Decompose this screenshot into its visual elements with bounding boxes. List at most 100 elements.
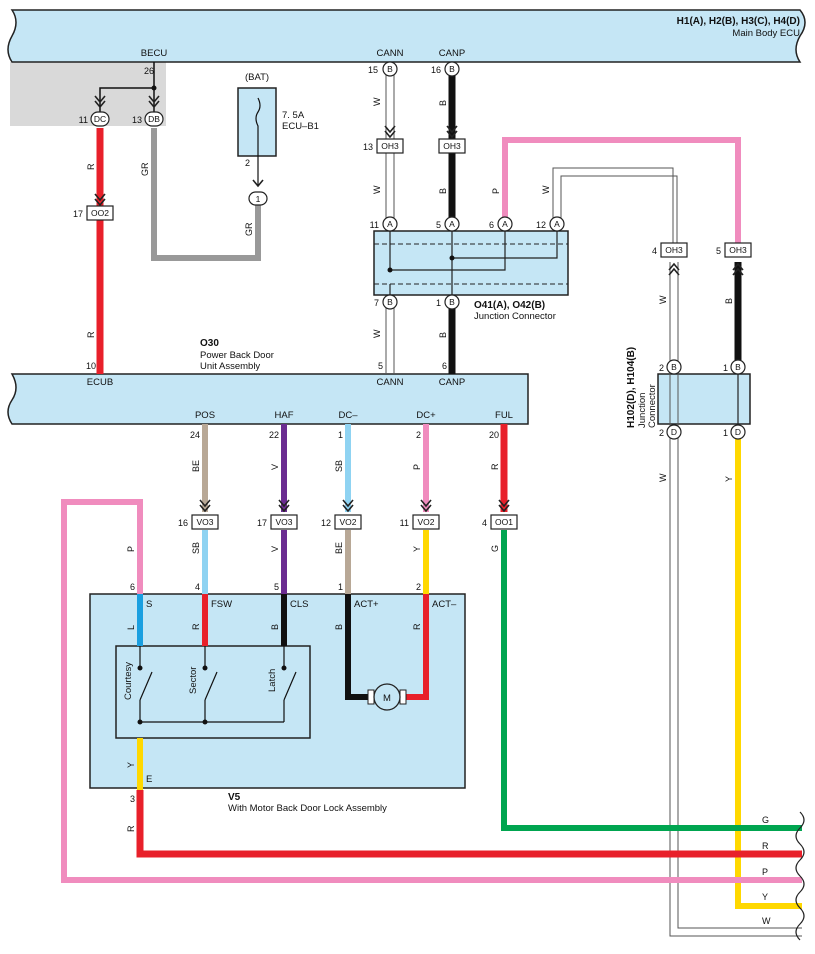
pin-1-h102-d: 1	[723, 428, 728, 438]
conn-dc: DC	[94, 114, 106, 124]
pbd-name-2: Unit Assembly	[200, 361, 260, 372]
wl-b-5: B	[270, 624, 280, 630]
pin-22: 22	[269, 430, 279, 440]
wl-w-4: W	[372, 329, 382, 338]
wire-gr	[151, 128, 261, 261]
conn-a-11: A	[387, 219, 393, 229]
wl-v-2: V	[270, 546, 280, 552]
conn-vo2-12: VO2	[339, 517, 356, 527]
connector-markers: DC DB B B 1 OH3 OH3 OO2 A A A A B B OH3 …	[86, 61, 752, 530]
switch-group	[115, 645, 311, 739]
pin-1-h102-b: 1	[723, 363, 728, 373]
pin-5-cls: 5	[274, 582, 279, 592]
pin-5-a: 5	[436, 220, 441, 230]
switch-sector	[204, 671, 218, 701]
fuse-source: (BAT)	[245, 72, 269, 83]
signal-canp-top: CANP	[439, 48, 465, 59]
splice-becu	[151, 85, 157, 91]
wl-y-end: Y	[762, 892, 768, 902]
pin-16: 16	[431, 65, 441, 75]
conn-h102-b-2: B	[671, 362, 677, 372]
signal-s: S	[146, 599, 152, 610]
pin-20: 20	[489, 430, 499, 440]
conn-oh3-4: OH3	[665, 245, 683, 255]
signal-cls: CLS	[290, 599, 308, 610]
pin-24: 24	[190, 430, 200, 440]
signal-cann: CANN	[377, 377, 404, 388]
wire-w-bottom-b	[677, 432, 802, 929]
wl-p-end: P	[762, 867, 768, 877]
wl-p-2: P	[412, 464, 422, 470]
signal-dc-plus: DC+	[416, 410, 436, 421]
pin-2-h102-b: 2	[659, 363, 664, 373]
conn-b-1: B	[449, 297, 455, 307]
wire-fuse	[255, 97, 261, 186]
wl-v-1: V	[270, 464, 280, 470]
break-line	[795, 811, 805, 941]
motor: M	[367, 683, 407, 711]
signal-becu: BECU	[141, 48, 168, 59]
main-body-ecu-id: H1(A), H2(B), H3(C), H4(D)	[677, 16, 800, 27]
pin-26: 26	[144, 66, 154, 76]
pin-12-vo2: 12	[321, 518, 331, 528]
wl-w-2: W	[372, 185, 382, 194]
junction-o41: O41(A), O42(B) Junction Connector	[373, 230, 569, 322]
wl-w-1: W	[372, 97, 382, 106]
wl-b-1: B	[438, 100, 448, 106]
pin-16-vo3: 16	[178, 518, 188, 528]
signal-e: E	[146, 774, 152, 785]
wl-l-1: L	[126, 625, 136, 630]
signal-act-plus: ACT+	[354, 599, 379, 610]
wire-becu-dc	[99, 62, 155, 112]
conn-h102-d-2: D	[671, 427, 677, 437]
wl-r-3: R	[490, 463, 500, 470]
junction-h102: H102(D), H104(B) Junction Connector	[626, 347, 751, 432]
pin-13-db: 13	[132, 115, 142, 125]
wl-w-6: W	[658, 473, 668, 482]
wl-be-2: BE	[334, 542, 344, 554]
conn-vo2-11: VO2	[417, 517, 434, 527]
h102-name-1: Junction	[637, 393, 648, 428]
wl-r-4: R	[191, 623, 201, 630]
wire-w-top-a	[552, 167, 674, 245]
wl-sb-2: SB	[191, 542, 201, 554]
wire-w-top-b	[560, 175, 678, 245]
conn-b-7: B	[387, 297, 393, 307]
wl-b-4: B	[724, 298, 734, 304]
pbd-id: O30	[200, 338, 219, 349]
fuse-rating: 7. 5A	[282, 110, 305, 121]
pin-6-s: 6	[130, 582, 135, 592]
switch-latch	[283, 671, 297, 701]
conn-a-6: A	[502, 219, 508, 229]
pin-3-e: 3	[130, 794, 135, 804]
signal-canp: CANP	[439, 377, 465, 388]
conn-oo2: OO2	[91, 208, 109, 218]
wl-r-5: R	[412, 623, 422, 630]
wire-r-actm	[402, 594, 429, 700]
wl-b-2: B	[438, 188, 448, 194]
wire-y-right	[735, 432, 802, 909]
conn-fuse-1: 1	[256, 194, 261, 204]
conn-db: DB	[148, 114, 160, 124]
motor-label: M	[383, 693, 391, 704]
pin-11-vo2: 11	[400, 518, 409, 528]
splice-dots	[137, 665, 287, 725]
signal-haf: HAF	[275, 410, 294, 421]
conn-cann-b: B	[387, 64, 393, 74]
pin-1-b: 1	[436, 298, 441, 308]
pin-2-h102-d: 2	[659, 428, 664, 438]
wl-g-1: G	[490, 545, 500, 552]
pin-4-oh3: 4	[652, 246, 657, 256]
switch-courtesy	[139, 671, 153, 701]
pin-1-dcm: 1	[338, 430, 343, 440]
wire-p-outer	[61, 499, 802, 883]
conn-oh3-13: OH3	[381, 141, 399, 151]
pin-5-oh3: 5	[716, 246, 721, 256]
main-body-ecu: H1(A), H2(B), H3(C), H4(D) Main Body ECU…	[7, 9, 806, 63]
conn-vo3-17: VO3	[275, 517, 292, 527]
signal-ful: FUL	[495, 410, 513, 421]
pin-7-b: 7	[374, 298, 379, 308]
pbd-name-1: Power Back Door	[200, 350, 274, 361]
conn-vo3-16: VO3	[196, 517, 213, 527]
